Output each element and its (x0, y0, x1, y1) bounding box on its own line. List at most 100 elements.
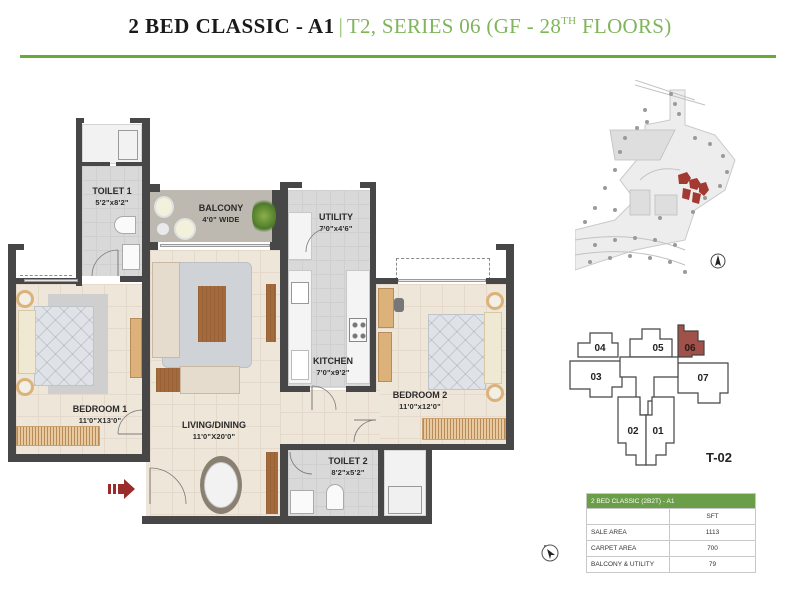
tower-label: T-02 (706, 450, 733, 465)
bedroom-2-window (398, 279, 486, 282)
bedroom-1-ledge (20, 256, 72, 276)
unit-label: 04 (594, 343, 606, 354)
bed-1 (34, 306, 94, 386)
bedroom-2-cabinet (378, 332, 392, 382)
room-name: TOILET 1 (92, 186, 132, 196)
cooktop (349, 318, 367, 342)
area-value: 1113 (669, 524, 756, 541)
refrigerator (291, 350, 309, 380)
balcony-plant (252, 196, 276, 236)
bedside-lamp (16, 378, 34, 396)
unit-label: 01 (652, 426, 664, 437)
room-label-toilet-1: TOILET 1 5'2"x8'2" (84, 186, 140, 208)
bed-2 (428, 314, 486, 390)
area-label: BALCONY & UTILITY (586, 556, 670, 573)
side-table (156, 368, 180, 392)
unit-01 (645, 396, 675, 466)
wall (360, 182, 376, 188)
bedroom-2-desk (378, 288, 394, 328)
room-name: UTILITY (319, 212, 353, 222)
entry-threshold (146, 452, 150, 516)
wall (280, 444, 288, 520)
room-dimension: 7'0"x9'2" (316, 368, 350, 377)
wall (150, 242, 158, 250)
bedroom-1-window (24, 279, 78, 282)
unit-label: 06 (684, 343, 696, 354)
room-name: BEDROOM 2 (392, 390, 448, 400)
wall (370, 278, 398, 284)
area-table-unit-row: SFT (586, 508, 756, 525)
passage-floor (280, 390, 380, 444)
bedroom-2-ledge (396, 258, 490, 280)
area-label: SALE AREA (586, 524, 670, 541)
room-dimension: 11'0"X20'0" (192, 432, 236, 441)
tower-series-subtitle: T2, SERIES 06 (GF - 28TH FLOORS) (347, 14, 672, 38)
wall (116, 162, 144, 166)
room-dimension: 11'0"x12'0" (399, 402, 441, 411)
wall (8, 244, 24, 250)
sofa-l-side (152, 262, 180, 358)
bedside-lamp (486, 292, 504, 310)
unit-label: 05 (652, 343, 664, 354)
entry-arrow-icon (108, 479, 135, 499)
subtitle-end: FLOORS) (576, 14, 672, 38)
dining-table (204, 462, 238, 508)
table-row: SALE AREA 1113 (586, 524, 756, 541)
title-divider (20, 55, 776, 58)
toilet-2-wc (326, 484, 344, 510)
unit-04 (577, 332, 619, 358)
toilet-1-basin (122, 244, 140, 270)
wall (142, 118, 150, 190)
bedroom-1-desk (130, 318, 142, 378)
wall (378, 450, 384, 518)
north-compass-icon (710, 253, 726, 269)
unit-06-highlight (677, 324, 705, 358)
highlighted-tower (678, 172, 709, 204)
site-plan (574, 79, 775, 280)
balcony-chair (154, 196, 174, 218)
room-name: KITCHEN (313, 356, 353, 366)
wall (82, 162, 110, 166)
bedside-lamp (486, 384, 504, 402)
area-table-header: 2 BED CLASSIC (2B2T) - A1 (586, 493, 756, 509)
table-row: BALCONY & UTILITY 79 (586, 556, 756, 573)
table-row: CARPET AREA 700 (586, 540, 756, 557)
coffee-table (198, 286, 226, 342)
wall (142, 516, 432, 524)
site-plan-drawing (574, 79, 736, 274)
wall (8, 244, 16, 462)
wall (142, 184, 160, 192)
room-label-kitchen: KITCHEN 7'0"x9'2" (304, 356, 362, 378)
bedroom-1-wardrobe (16, 426, 100, 446)
bed-2-headboard (484, 312, 502, 384)
bedside-lamp (16, 290, 34, 308)
wall (280, 386, 310, 392)
room-name: TOILET 2 (328, 456, 368, 466)
wall (142, 448, 150, 456)
room-name: BALCONY (198, 203, 244, 213)
unit-label: 07 (697, 373, 709, 384)
wall (8, 454, 150, 462)
tv-unit (266, 284, 276, 342)
toilet-1-wc (114, 216, 136, 234)
wall (346, 386, 376, 392)
area-table-empty-cell (586, 508, 670, 525)
room-dimension: 5'2"x8'2" (95, 198, 129, 207)
sofa-l-bottom (180, 366, 240, 394)
balcony-chair (174, 218, 196, 240)
balcony-side-table (156, 222, 170, 236)
room-dimension: 8'2"x5'2" (331, 468, 365, 477)
unit-02 (617, 396, 647, 466)
wall (270, 242, 288, 250)
area-table: 2 BED CLASSIC (2B2T) - A1 SFT SALE AREA … (586, 493, 756, 573)
wall (76, 118, 82, 286)
area-value: 79 (669, 556, 756, 573)
wall (370, 182, 376, 392)
desk-chair (394, 298, 404, 312)
unit-type-title: 2 BED CLASSIC - A1 (128, 14, 335, 38)
wall (280, 444, 514, 450)
wall (506, 244, 514, 448)
wall (280, 182, 288, 392)
